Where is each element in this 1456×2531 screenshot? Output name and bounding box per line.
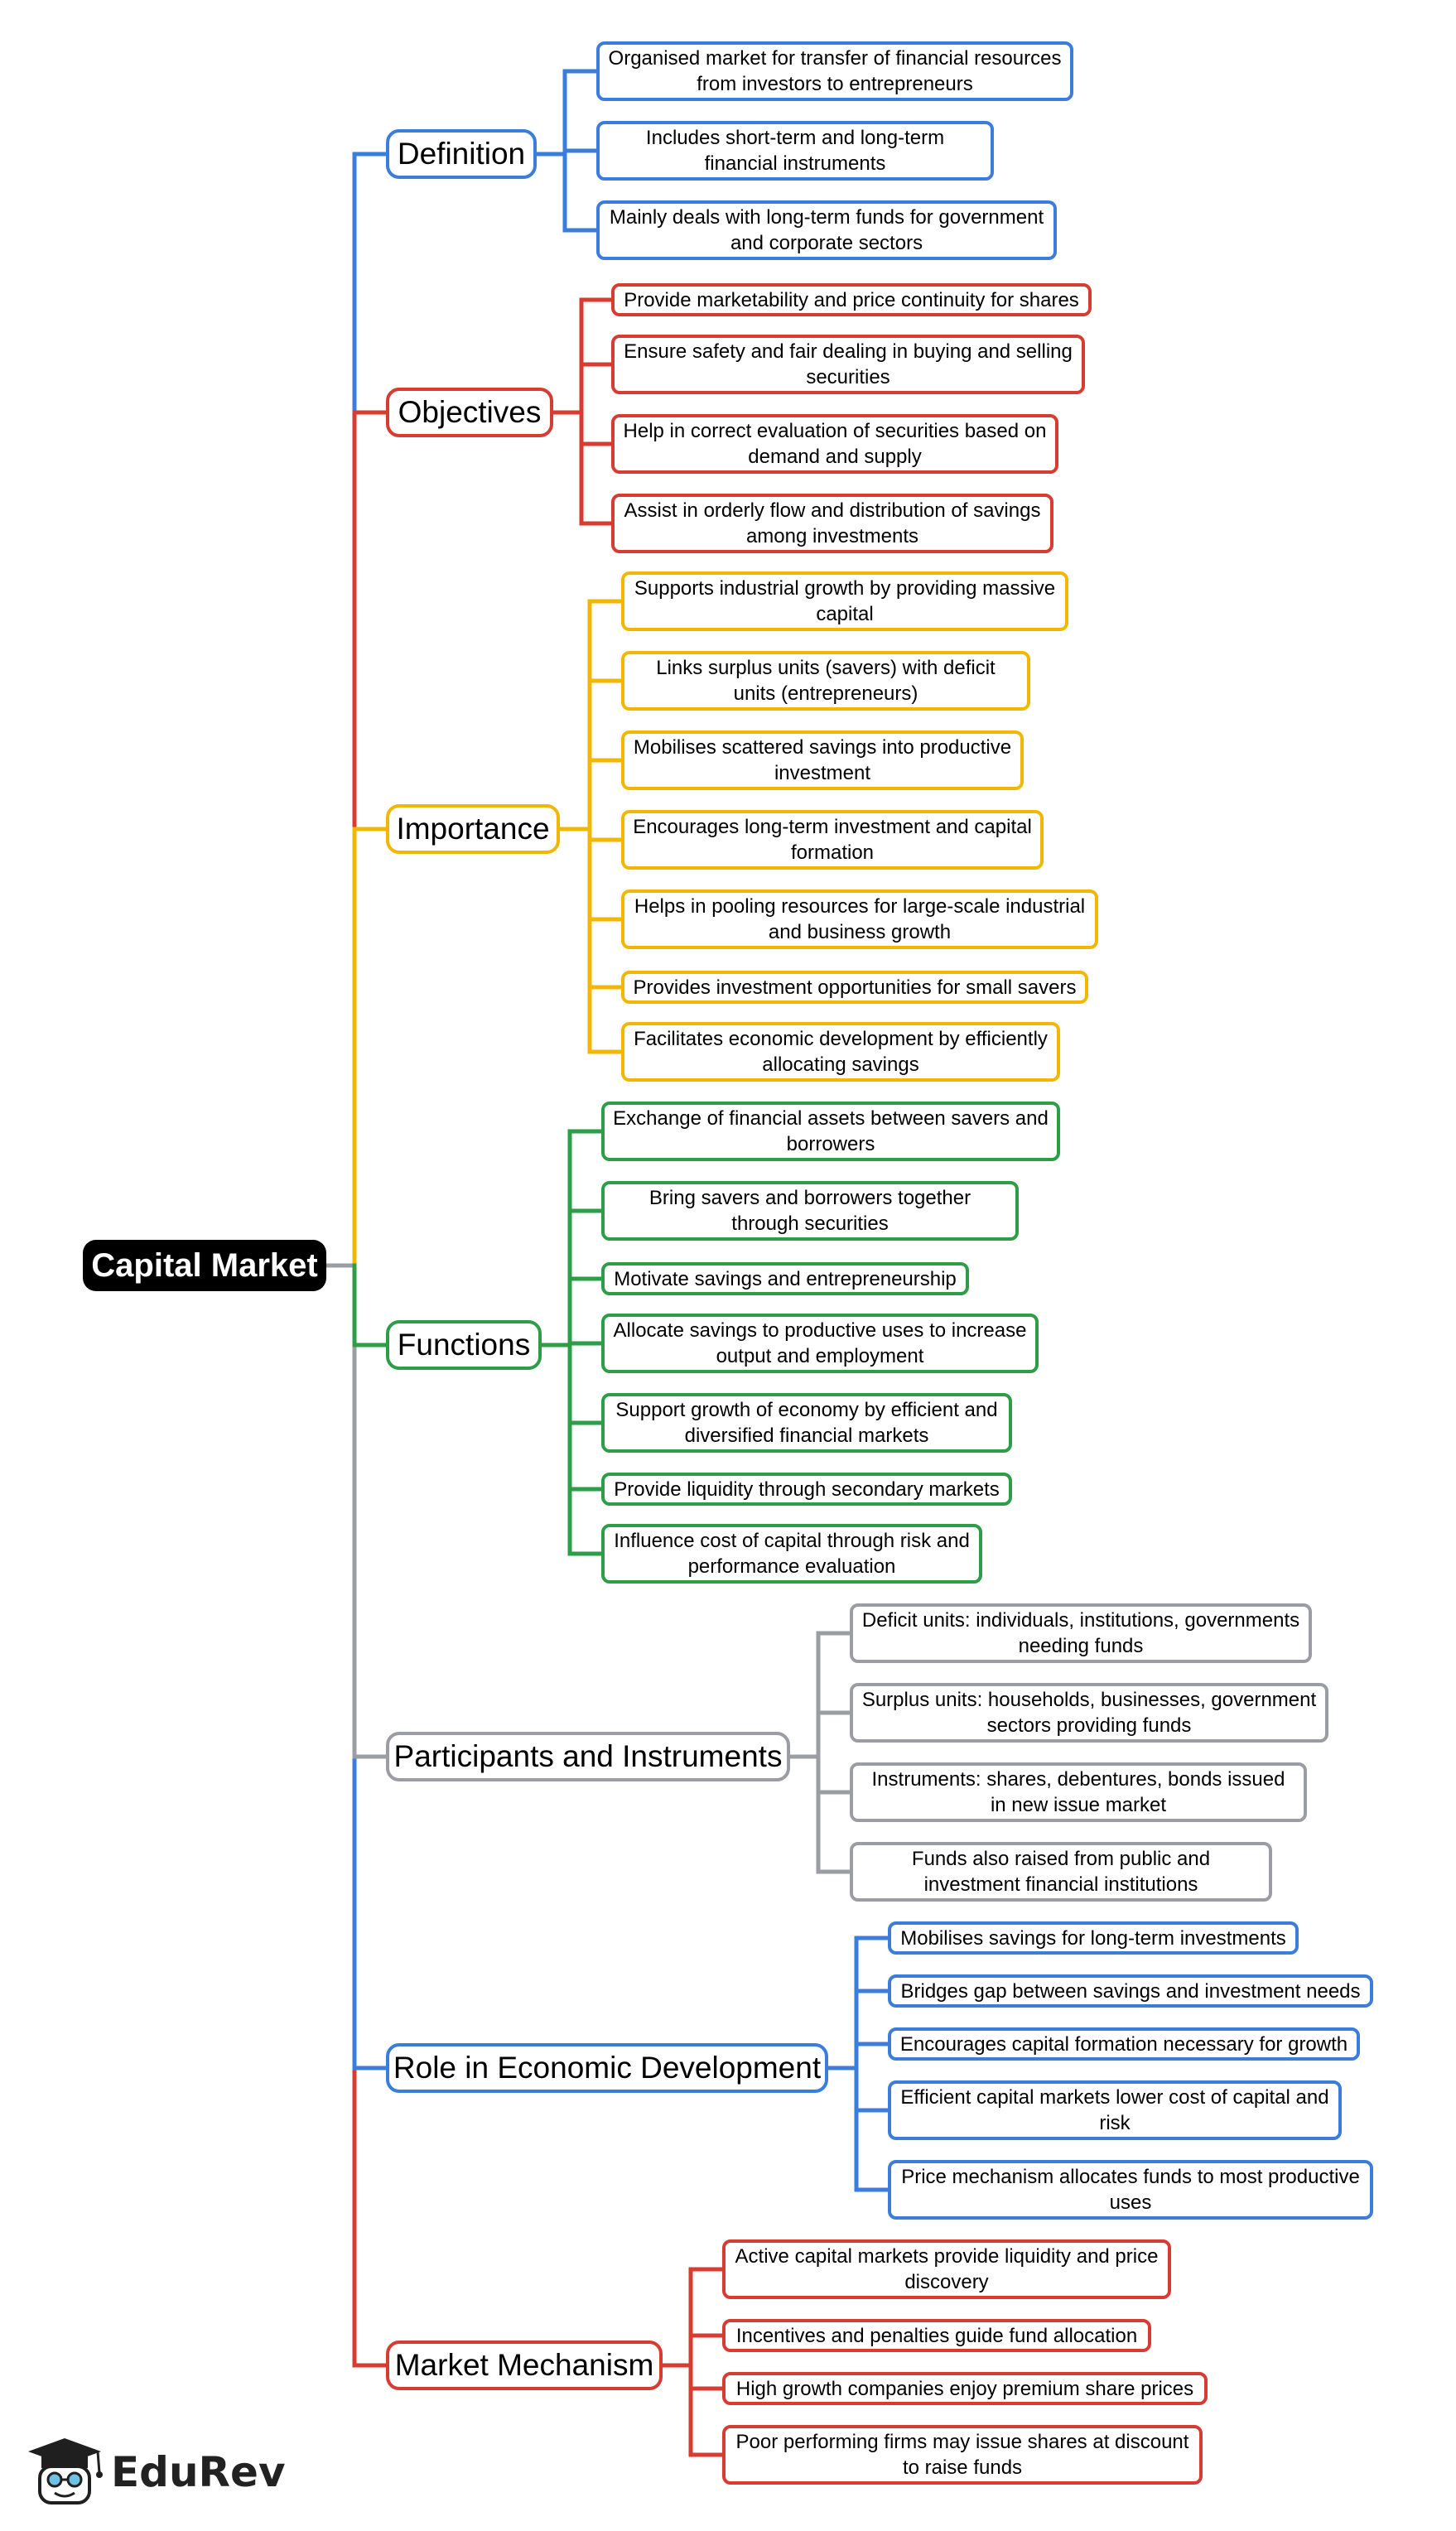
leaf-text: Organised market for transfer of financi… [608, 47, 1062, 95]
leaf-node: Includes short-term and long-term financ… [596, 121, 994, 181]
leaf-node: Active capital markets provide liquidity… [722, 2239, 1171, 2299]
root-label: Capital Market [91, 1246, 318, 1284]
branch-node-2: Objectives [386, 388, 553, 437]
leaf-text: Active capital markets provide liquidity… [735, 2245, 1159, 2293]
branch-node-7: Market Mechanism [386, 2341, 663, 2390]
leaf-node: Provide marketability and price continui… [611, 283, 1092, 316]
branch-node-5: Participants and Instruments [386, 1732, 790, 1781]
leaf-text: Motivate savings and entrepreneurship [614, 1267, 957, 1290]
leaf-node: Instruments: shares, debentures, bonds i… [850, 1762, 1307, 1822]
leaf-node: High growth companies enjoy premium shar… [722, 2372, 1208, 2405]
leaf-node: Poor performing firms may issue shares a… [722, 2425, 1203, 2485]
leaf-node: Incentives and penalties guide fund allo… [722, 2319, 1151, 2352]
leaf-text: Price mechanism allocates funds to most … [901, 2166, 1360, 2214]
leaf-text: Funds also raised from public and invest… [911, 1848, 1211, 1896]
leaf-text: Bring savers and borrowers together thro… [648, 1187, 971, 1235]
leaf-node: Encourages capital formation necessary f… [888, 2027, 1360, 2061]
leaf-node: Deficit units: individuals, institutions… [850, 1603, 1312, 1663]
leaf-node: Funds also raised from public and invest… [850, 1842, 1272, 1902]
branch-label: Role in Economic Development [393, 2051, 822, 2085]
leaf-text: Bridges gap between savings and investme… [900, 1979, 1361, 2003]
leaf-node: Mobilises scattered savings into product… [621, 730, 1024, 790]
leaf-node: Exchange of financial assets between sav… [601, 1102, 1060, 1161]
leaf-node: Price mechanism allocates funds to most … [888, 2160, 1373, 2220]
branch-label: Participants and Instruments [393, 1739, 783, 1773]
leaf-node: Organised market for transfer of financi… [596, 41, 1073, 101]
leaf-text: Mobilises savings for long-term investme… [900, 1926, 1286, 1950]
leaf-text: Facilitates economic development by effi… [634, 1028, 1048, 1076]
leaf-node: Mobilises savings for long-term investme… [888, 1921, 1299, 1955]
branch-node-4: Functions [386, 1320, 542, 1370]
leaf-node: Bring savers and borrowers together thro… [601, 1181, 1019, 1241]
root-node: Capital Market [83, 1240, 326, 1291]
leaf-text: Incentives and penalties guide fund allo… [735, 2324, 1138, 2347]
leaf-text: Assist in orderly flow and distribution … [624, 499, 1041, 547]
leaf-node: Ensure safety and fair dealing in buying… [611, 335, 1085, 394]
branch-label: Functions [397, 1328, 531, 1362]
leaf-text: Includes short-term and long-term financ… [645, 127, 945, 175]
leaf-node: Links surplus units (savers) with defici… [621, 651, 1030, 711]
leaf-node: Surplus units: households, businesses, g… [850, 1683, 1328, 1743]
leaf-node: Mainly deals with long-term funds for go… [596, 200, 1057, 260]
branch-label: Objectives [398, 395, 542, 429]
leaf-node: Provide liquidity through secondary mark… [601, 1473, 1012, 1506]
leaf-text: High growth companies enjoy premium shar… [735, 2377, 1194, 2400]
branch-node-1: Definition [386, 129, 537, 179]
brand-name: EduRev [111, 2448, 286, 2496]
branch-node-6: Role in Economic Development [386, 2043, 828, 2093]
leaf-node: Assist in orderly flow and distribution … [611, 494, 1053, 553]
leaf-node: Bridges gap between savings and investme… [888, 1974, 1373, 2008]
leaf-text: Allocate savings to productive uses to i… [613, 1319, 1027, 1367]
leaf-node: Supports industrial growth by providing … [621, 571, 1068, 631]
leaf-text: Mainly deals with long-term funds for go… [609, 206, 1044, 254]
leaf-text: Provides investment opportunities for sm… [633, 976, 1077, 999]
leaf-node: Provides investment opportunities for sm… [621, 971, 1088, 1004]
leaf-node: Facilitates economic development by effi… [621, 1022, 1060, 1082]
leaf-text: Support growth of economy by efficient a… [615, 1399, 998, 1447]
leaf-text: Help in correct evaluation of securities… [623, 420, 1047, 468]
leaf-text: Deficit units: individuals, institutions… [861, 1609, 1300, 1657]
leaf-node: Efficient capital markets lower cost of … [888, 2080, 1342, 2140]
edurev-logo-icon [28, 2438, 103, 2504]
leaf-text: Ensure safety and fair dealing in buying… [624, 340, 1073, 388]
leaf-node: Motivate savings and entrepreneurship [601, 1262, 969, 1295]
leaf-node: Help in correct evaluation of securities… [611, 414, 1058, 474]
leaf-text: Supports industrial growth by providing … [634, 577, 1056, 625]
leaf-text: Poor performing firms may issue shares a… [735, 2431, 1189, 2479]
leaf-text: Instruments: shares, debentures, bonds i… [871, 1768, 1285, 1816]
leaf-node: Allocate savings to productive uses to i… [601, 1314, 1039, 1373]
leaf-text: Links surplus units (savers) with defici… [656, 657, 996, 705]
leaf-text: Mobilises scattered savings into product… [633, 736, 1012, 784]
leaf-text: Provide marketability and price continui… [624, 288, 1079, 311]
leaf-text: Provide liquidity through secondary mark… [614, 1478, 1000, 1501]
leaf-node: Influence cost of capital through risk a… [601, 1524, 982, 1584]
leaf-text: Encourages capital formation necessary f… [899, 2032, 1348, 2056]
leaf-text: Surplus units: households, businesses, g… [861, 1689, 1317, 1737]
branch-label: Definition [397, 137, 526, 171]
leaf-text: Efficient capital markets lower cost of … [900, 2086, 1329, 2134]
leaf-text: Helps in pooling resources for large-sca… [634, 895, 1086, 943]
branch-node-3: Importance [386, 804, 560, 854]
branch-label: Importance [396, 812, 550, 846]
leaf-text: Exchange of financial assets between sav… [613, 1107, 1049, 1155]
leaf-text: Influence cost of capital through risk a… [614, 1530, 970, 1578]
leaf-node: Support growth of economy by efficient a… [601, 1393, 1012, 1453]
branch-label: Market Mechanism [394, 2348, 654, 2382]
leaf-node: Helps in pooling resources for large-sca… [621, 889, 1098, 949]
leaf-text: Encourages long-term investment and capi… [633, 816, 1032, 864]
leaf-node: Encourages long-term investment and capi… [621, 810, 1044, 870]
